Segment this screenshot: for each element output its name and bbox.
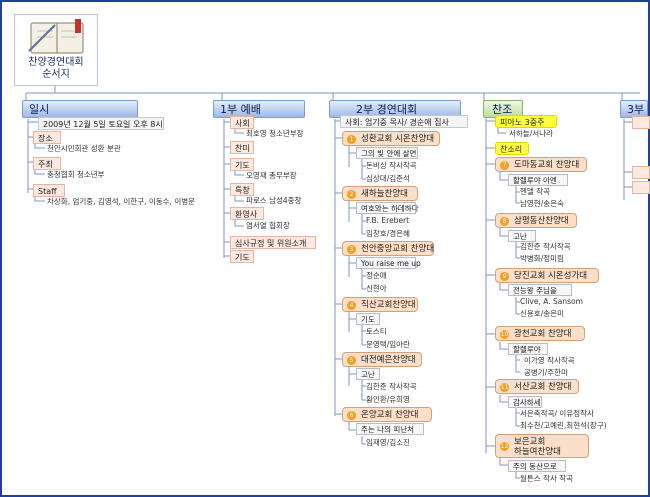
song-node[interactable]: 주의 동산으로 [508,460,566,472]
service-item-value: 염서열 협회장 [246,221,290,230]
credit-text: F.B. Erebert [366,216,410,225]
mc-node[interactable]: 사회: 엄기중 목사/ 경순애 집사 [340,115,468,128]
part3-item[interactable] [632,116,650,129]
staff-value: 차상화, 엄기중, 김영석, 이한구, 이동수, 이병문 [47,197,196,206]
credit-text: 월튼스 작사 작곡 [520,474,574,483]
credit-text: 문영택/임아란 [366,340,410,349]
host-value: 충청협회 청소년부 [47,170,105,179]
credit-text: 토스티 [366,327,387,336]
song-node[interactable]: 고난 [356,368,380,380]
credit-text: 박병화/정미림 [520,254,564,263]
song-node[interactable]: 할렐루야 [508,343,548,355]
service-item-value: 최호영 청소년부장 [246,129,304,138]
song-node[interactable]: 할렐루야 아멘 [508,174,568,186]
credit-text: 황인환/유희영 [366,395,410,404]
special-piano-trio[interactable]: 피아노 3중주 [495,115,557,128]
song-node[interactable]: 기도 [356,313,380,325]
song-node[interactable]: You raise me up [356,257,421,269]
header-contest[interactable]: 2부 경연대회 [329,100,461,118]
song-node[interactable]: 고난 [508,230,536,242]
credit-text: 정순애 [366,271,387,280]
header-service[interactable]: 1부 예배 [213,100,305,118]
special-piano-trio-value: 서하늘/서나라 [509,129,553,138]
part3-item[interactable] [632,181,650,194]
credit-text: 돈비싱 작사작곡 [366,161,417,170]
date-node[interactable]: 2009년 12월 5일 토요일 오후 8시 [38,117,164,130]
service-item-label[interactable]: 심사규정 및 위원소개 [230,236,316,249]
root-title-line1: 찬양경연대회 [28,57,84,68]
part3-item[interactable] [632,166,650,179]
credit-text: 최수찬/고예린,최현석(장구) [520,421,607,430]
credit-text: 김한준 작사작곡 [520,242,571,251]
service-item-label[interactable]: 환영사 [230,207,264,220]
root-node[interactable]: 찬양경연대회 순서지 [14,14,98,86]
credit-text: 공병기/주한미 [524,368,568,377]
service-item-value: 오영재 총무부장 [246,171,297,180]
song-node[interactable]: 전능왕 주님을 [508,284,572,296]
credit-text: 김한준 작사작곡 [366,382,417,391]
credit-text: 남영현/송은숙 [520,199,564,208]
service-item-value: 파로스 남성4중창 [246,196,302,205]
place-value: 천안시민회관 성환 분관 [47,144,121,153]
service-item-label[interactable]: 기도 [230,158,254,171]
staff-label[interactable]: Staff [33,184,65,197]
credit-text: 이가영 작사작곡 [524,356,575,365]
credit-text: Clive, A. Sansom [520,297,583,306]
credit-text: 헨델 작곡 [520,187,550,196]
host-label[interactable]: 주최 [33,157,61,170]
service-item-label[interactable]: 특창 [230,183,254,196]
credit-text: 신용호/송은미 [520,309,564,318]
song-node[interactable]: 감사하세 [508,396,542,408]
notebook-icon [28,19,84,54]
special-voice[interactable]: 찬소리 [495,142,529,155]
service-item-label[interactable]: 기도 [230,250,254,263]
credit-text: 임창호/경은혜 [366,229,410,238]
credit-text: 신현아 [366,284,387,293]
song-node[interactable]: 여호와는 하데하다 [356,202,419,214]
credit-text: 임재영/김소진 [366,438,410,447]
root-title-line2: 순서지 [42,69,70,80]
service-item-label[interactable]: 사회 [230,116,254,129]
credit-text: 심상대/김준석 [366,174,410,183]
place-label[interactable]: 장소 [33,131,61,144]
service-item-label[interactable]: 찬미 [230,141,254,154]
song-node[interactable]: 그의 빛 안에 살면 [356,147,418,159]
credit-text: 서은축작곡/ 이유정작사 [520,409,594,418]
header-schedule[interactable]: 일시 [22,100,138,118]
header-special[interactable]: 찬조 [483,100,523,118]
song-node[interactable]: 주는 나의 피난처 [356,423,424,435]
